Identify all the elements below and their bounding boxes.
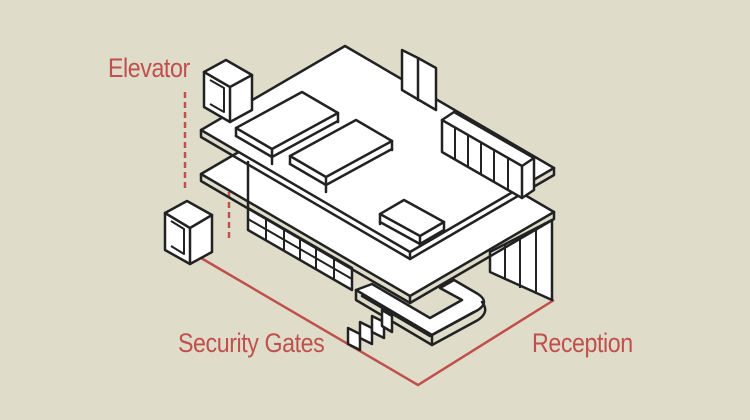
desk-large-2: [288, 118, 394, 194]
security-gates: [346, 308, 394, 352]
desk-large-1: [234, 90, 340, 166]
gate: [380, 308, 394, 334]
elevator-upper: [202, 58, 254, 124]
desk-small: [378, 198, 446, 248]
glass-facade: [246, 206, 354, 292]
security-gates-label: Security Gates: [178, 328, 325, 358]
ground-footprint: [200, 256, 555, 387]
side-glass-wall: [488, 218, 554, 302]
lockers: [440, 110, 536, 200]
ground-outline: [200, 256, 555, 387]
elevator-lower: [163, 199, 214, 266]
gate: [358, 320, 374, 346]
reception-label: Reception: [532, 328, 633, 358]
gate: [346, 326, 362, 352]
back-panel: [400, 48, 438, 112]
elevator-label: Elevator: [108, 53, 190, 83]
elevator-guides: [183, 92, 231, 240]
reception-desk: [354, 278, 487, 347]
